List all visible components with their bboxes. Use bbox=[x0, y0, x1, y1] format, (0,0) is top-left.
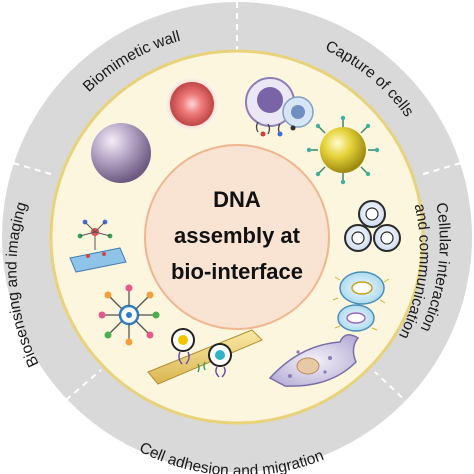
bacteria-icon bbox=[332, 271, 390, 332]
center-title-line-2: assembly at bbox=[174, 223, 301, 248]
dna-nanostructure-icon bbox=[98, 284, 160, 346]
captured-cells-icon bbox=[245, 77, 314, 137]
imaging-probe-icon bbox=[69, 219, 127, 273]
center-title-line-3: bio-interface bbox=[171, 259, 303, 284]
divider-bottom-right bbox=[374, 371, 411, 406]
purple-sphere-icon bbox=[91, 123, 151, 183]
migrating-cell-icon bbox=[268, 334, 360, 387]
divider-right bbox=[419, 159, 472, 176]
adhesion-surface-icon bbox=[147, 328, 263, 385]
center-disc bbox=[144, 144, 330, 330]
center-title-line-1: DNA bbox=[213, 187, 261, 212]
yellow-cell-icon bbox=[306, 115, 380, 185]
red-cell-icon bbox=[163, 75, 221, 133]
divider-bottom-left bbox=[65, 369, 102, 401]
segment-dividers bbox=[2, 2, 472, 406]
triple-cell-icon bbox=[344, 200, 401, 252]
divider-left bbox=[2, 159, 55, 176]
